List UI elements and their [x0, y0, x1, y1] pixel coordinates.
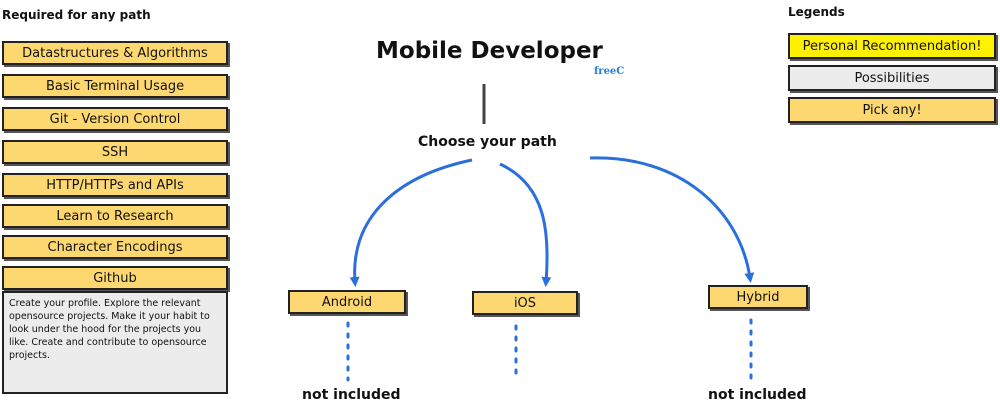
topic-github[interactable]: Github	[2, 266, 228, 290]
legend-possibilities: Possibilities	[788, 65, 996, 91]
topic-terminal[interactable]: Basic Terminal Usage	[2, 74, 228, 98]
page-subtitle: freeC	[594, 66, 625, 77]
topic-research[interactable]: Learn to Research	[2, 204, 228, 228]
not-included-android: not included	[302, 387, 401, 403]
choose-path-label: Choose your path	[418, 134, 557, 150]
page-title: Mobile Developer	[376, 38, 603, 64]
path-hybrid[interactable]: Hybrid	[708, 285, 808, 309]
topic-encodings[interactable]: Character Encodings	[2, 235, 228, 259]
topic-datastructures[interactable]: Datastructures & Algorithms	[2, 41, 228, 65]
github-note: Create your profile. Explore the relevan…	[2, 291, 228, 394]
path-ios[interactable]: iOS	[472, 291, 578, 315]
arrow-to-android	[349, 158, 473, 287]
topic-http[interactable]: HTTP/HTTPs and APIs	[2, 173, 228, 197]
not-included-hybrid: not included	[708, 387, 807, 403]
topic-ssh[interactable]: SSH	[2, 140, 228, 164]
required-heading: Required for any path	[2, 8, 151, 22]
legend-pick-any: Pick any!	[788, 97, 996, 123]
legends-heading: Legends	[788, 5, 845, 19]
path-android[interactable]: Android	[288, 290, 406, 314]
arrow-to-ios	[499, 162, 552, 287]
arrow-to-hybrid	[589, 156, 755, 283]
topic-git[interactable]: Git - Version Control	[2, 107, 228, 131]
legend-personal-recommendation: Personal Recommendation!	[788, 33, 996, 59]
